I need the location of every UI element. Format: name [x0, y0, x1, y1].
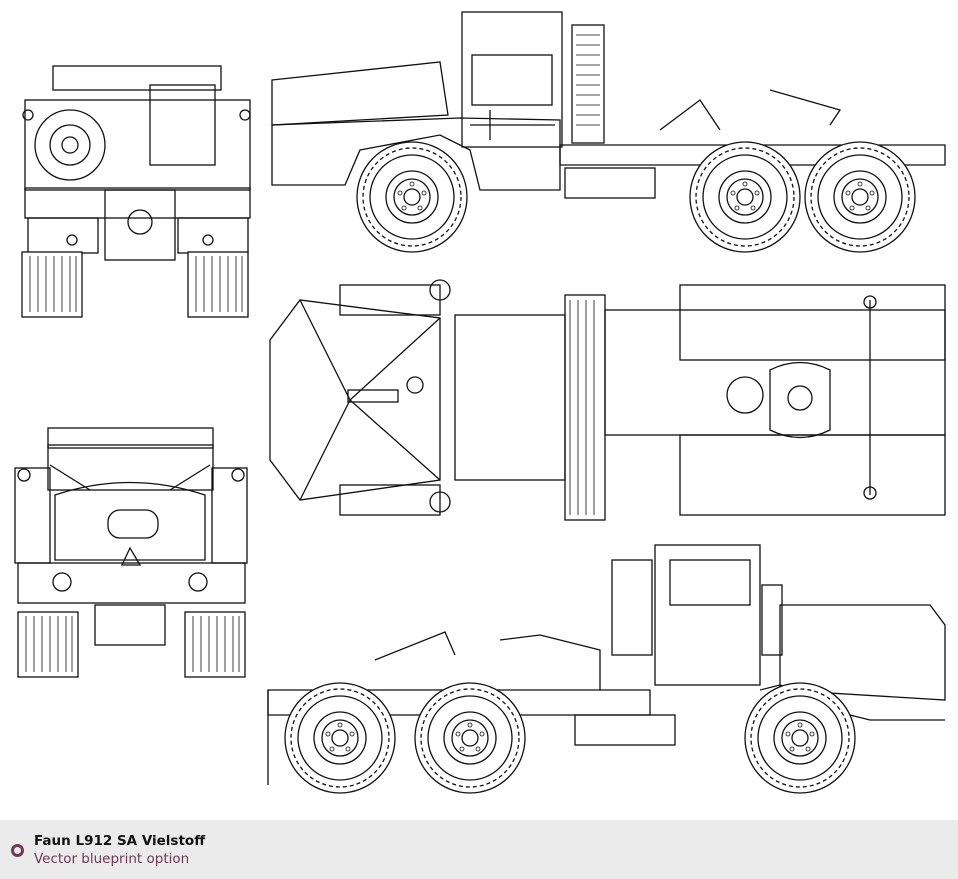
caption-title: Faun L912 SA Vielstoff — [34, 833, 206, 849]
side-view-right — [267, 544, 946, 794]
rear-view — [14, 427, 248, 678]
circle-bullet-icon — [11, 844, 24, 857]
caption-bar: Faun L912 SA Vielstoff Vector blueprint … — [0, 820, 958, 879]
side-view-left — [271, 11, 946, 253]
caption-subtitle: Vector blueprint option — [34, 851, 190, 867]
blueprint-drawing — [14, 11, 946, 794]
top-view — [269, 279, 946, 521]
front-view — [21, 65, 251, 318]
